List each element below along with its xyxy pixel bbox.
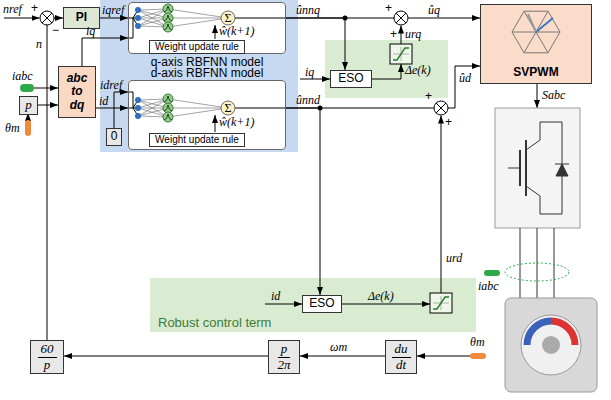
- saturation-block: [430, 293, 452, 313]
- signal-name: ŵ(k+1): [219, 25, 254, 37]
- observer-block: ESO: [302, 295, 342, 313]
- block-label: p: [25, 98, 32, 112]
- signal-name: id: [271, 290, 280, 302]
- position-sensor: [25, 120, 31, 136]
- current-sensor: [20, 84, 34, 92]
- rbfnn-model: Weight update ruleq-axis RBFNN model: [128, 2, 286, 54]
- block-label: 2π: [274, 358, 293, 372]
- sign-mark: +: [385, 2, 392, 14]
- signal-connector: [96, 108, 128, 109]
- signal-name: ωm: [330, 341, 347, 353]
- signal-name: ûd: [459, 72, 471, 84]
- rbfnn-model: Weight update ruled-axis RBFNN model: [128, 80, 286, 150]
- signal-name: ûnnq: [296, 4, 320, 16]
- signal-name: nref: [3, 3, 22, 15]
- signal-connector: [100, 18, 128, 19]
- signal-name: Δe(k): [368, 290, 394, 302]
- svpwm-block: SVPWM: [480, 4, 592, 84]
- robust-control-band: ESO Robust control term: [150, 278, 476, 332]
- signal-name: iqref: [102, 4, 124, 16]
- signal-name: θm: [470, 336, 485, 348]
- signal-name: ûnnd: [296, 94, 320, 106]
- signal-name: Δe(k): [405, 64, 431, 76]
- signal-name: id: [99, 95, 108, 107]
- signal-name: iabc: [478, 280, 499, 292]
- signal-connector: [114, 92, 128, 128]
- block-label: PI: [76, 11, 87, 24]
- update-rule-box: Weight update rule: [149, 133, 245, 147]
- signal-name: ŵ(k+1): [219, 116, 254, 128]
- signal-name: iabc: [12, 70, 33, 82]
- signal-name: urq: [405, 28, 421, 40]
- transform-block: abc to dq: [58, 66, 96, 118]
- sum-junction: [394, 11, 408, 25]
- position-sensor: [470, 353, 486, 359]
- sum-junction: [434, 101, 448, 115]
- signal-connector: [38, 105, 58, 106]
- sum-junction: [40, 11, 54, 25]
- signal-name: idref: [100, 79, 122, 91]
- robust-band: [150, 278, 476, 332]
- signal-name: Sabc: [542, 89, 565, 101]
- block-label: Weight update rule: [155, 42, 239, 52]
- sign-mark: +: [390, 28, 397, 40]
- block-label: du: [392, 342, 411, 357]
- gain-block: p2π: [268, 340, 300, 374]
- neural-network: [128, 4, 286, 122]
- block-label: 0: [111, 130, 118, 143]
- gain-block: p: [19, 96, 38, 115]
- signal-name: ûq: [428, 4, 440, 16]
- signal-name: Σ: [225, 102, 232, 114]
- signal-connector: [286, 108, 320, 295]
- block-label: ESO: [338, 72, 363, 85]
- signal-connector: [64, 356, 268, 357]
- inverter: [495, 108, 580, 228]
- block-label: ESO: [309, 297, 334, 310]
- rbfnn-region: [100, 0, 298, 152]
- signal-connector: [286, 18, 345, 70]
- observer-block: ESO: [330, 70, 372, 88]
- reference-wire: [4, 18, 40, 19]
- signal-connector: [82, 38, 128, 66]
- current-sensor: [484, 270, 500, 276]
- svpwm-fill: [480, 4, 592, 84]
- constant-block: 0: [106, 128, 122, 146]
- signal-wires: [28, 25, 537, 356]
- signal-name: iq: [86, 25, 95, 37]
- signal-name: θm: [5, 122, 20, 134]
- block-label: abc to dq: [67, 72, 88, 112]
- derivative-block: dudt: [385, 340, 417, 374]
- panel-heading: d-axis RBFNN model: [151, 67, 264, 80]
- sign-mark: +: [31, 2, 38, 14]
- signal-connector: [286, 66, 480, 108]
- update-rule-box: Weight update rule: [149, 40, 245, 54]
- signal-name: iq: [305, 66, 314, 78]
- block-label: dt: [393, 358, 409, 372]
- svpwm-hexagon: [512, 11, 560, 53]
- motor: [505, 298, 597, 392]
- panel-heading: Robust control term: [158, 316, 271, 330]
- signal-name: Σ: [225, 12, 232, 24]
- signal-name: urd: [446, 252, 462, 264]
- block-label: p: [41, 358, 54, 372]
- block-label: p: [278, 342, 291, 357]
- nn-box: [128, 80, 286, 150]
- block-label: 60: [38, 342, 57, 357]
- block-label: SVPWM: [513, 66, 558, 79]
- nn-box: [128, 2, 286, 54]
- saturation-block: [390, 44, 412, 64]
- sign-mark: +: [425, 90, 432, 102]
- block-label: Weight update rule: [155, 135, 239, 145]
- current-sense-loop: [505, 263, 569, 281]
- signal-name: n: [36, 38, 42, 50]
- sign-mark: −: [52, 24, 59, 36]
- sign-mark: +: [445, 116, 452, 128]
- signal-connector: [300, 356, 385, 357]
- gain-block: 60p: [30, 340, 64, 374]
